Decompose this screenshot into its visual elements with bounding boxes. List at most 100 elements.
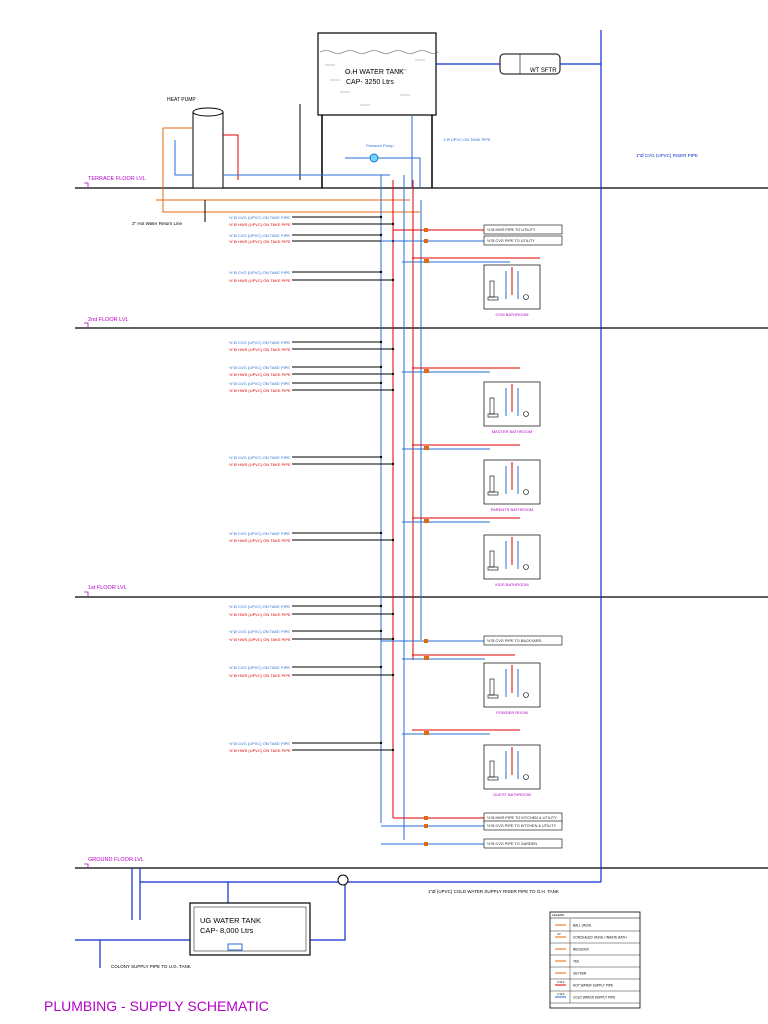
bathroom-fixtures: GYM BATHROOM MASTER BATHROOM PARENTS BATHR… (402, 257, 541, 797)
oh-pipe-label: 1"Ø UPVC ON TANK PIPE (443, 137, 491, 142)
valve-icon (424, 259, 429, 263)
wt-softener-label: WT SFTR (530, 68, 557, 74)
pressure-pump-icon (369, 153, 379, 163)
tee-icon (379, 741, 383, 745)
wc-icon (523, 774, 529, 780)
tee-icon (379, 215, 383, 219)
basin-icon (487, 776, 499, 781)
ground-piping (75, 868, 346, 968)
page-title: PLUMBING - SUPPLY SCHEMATIC (44, 998, 269, 1014)
tee-icon (391, 462, 395, 466)
floor-label-ground: GROUND FLOOR LVL (88, 857, 144, 863)
pipe-label: ½"Ø HWS (UPVC) ON TAKE PIPE (229, 239, 291, 244)
tee-icon (391, 372, 395, 376)
tee-icon (391, 538, 395, 542)
heat-pump-label: HEAT PUMP (167, 97, 196, 103)
tee-icon (379, 233, 383, 237)
colony-supply-label: COLONY SUPPLY PIPE TO U.G. TANK (111, 964, 191, 969)
legend-prefix: CV (557, 932, 561, 936)
vertical-risers (380, 175, 422, 840)
tee-icon (391, 748, 395, 752)
valve-icon (424, 639, 428, 643)
valve-icon (424, 824, 428, 828)
legend-item: GEYSER (573, 972, 587, 976)
tee-icon (379, 365, 383, 369)
pipe-label: ½"Ø HWS (UPVC) ON TAKE PIPE (229, 637, 291, 642)
floor-label-2nd: 2nd FLOOR LVL (88, 317, 129, 323)
valve-icon (424, 816, 428, 820)
floor-labels: TERRACE FLOOR LVL 2nd FLOOR LVL 1st FLOO… (88, 176, 146, 863)
main-riser (345, 30, 602, 883)
water-softener: WT SFTR (499, 53, 561, 75)
utility-label: ½"Ø HWS PIPE TO KITCHEN & UTILITY (487, 816, 557, 820)
legend-item: BALL VALVE (573, 924, 591, 928)
tee-icon (379, 604, 383, 608)
tee-icon (391, 222, 395, 226)
valve-icon (424, 519, 429, 523)
valve-icon (424, 656, 429, 660)
legend-item: HOT WATER SUPPLY PIPE (573, 984, 613, 988)
wc-icon (523, 692, 529, 698)
utility-label: ½"Ø CVG PIPE TO UTILITY (487, 239, 535, 243)
hot-return-label: 2" Hot Water Return Line (132, 221, 182, 226)
tee-icon (391, 347, 395, 351)
pipe-label: ½"Ø HWS (UPVC) ON TAKE PIPE (229, 462, 291, 467)
utility-box (483, 235, 563, 246)
utility-box (483, 838, 563, 849)
terrace-piping (156, 104, 421, 222)
pipe-label: ½"Ø HWS (UPVC) ON TAKE PIPE (229, 612, 291, 617)
pipe-label: ½"Ø CVG (UPVC) ON TAKE PIPE (229, 365, 290, 370)
valve-icon (424, 842, 428, 846)
basin-icon (487, 566, 499, 571)
room-label: PARENTS BATHROOM (491, 507, 534, 512)
pipe-label: ½"Ø HWS (UPVC) ON TAKE PIPE (229, 372, 291, 377)
oh-tank-line2: CAP- 3250 Ltrs (346, 79, 394, 86)
pipe-label: ½"Ø CVG (UPVC) ON TAKE PIPE (229, 604, 290, 609)
valve-icon (424, 228, 428, 232)
pipe-label: ½"Ø HWS (UPVC) ON TAKE PIPE (229, 538, 291, 543)
pipe-label: ½"Ø CVG (UPVC) ON TAKE PIPE (229, 233, 290, 238)
pipe-label: ½"Ø CVG (UPVC) ON TAKE PIPE (229, 215, 290, 220)
tee-icon (391, 673, 395, 677)
legend-item: TEE (573, 960, 579, 964)
ug-water-tank: UG WATER TANK CAP- 8,000 Ltrs (189, 902, 311, 956)
legend-item: COLD WATER SUPPLY PIPE (573, 996, 615, 1000)
ug-tank-line2: CAP- 8,000 Ltrs (200, 926, 254, 935)
pipe-label: ½"Ø HWS (UPVC) ON TAKE PIPE (229, 673, 291, 678)
tee-icon (379, 270, 383, 274)
heat-pump: HEAT PUMP (167, 97, 224, 189)
basin-icon (487, 491, 499, 496)
legend-item: REDUCER (573, 948, 589, 952)
pipe-label: ½"Ø CVG (UPVC) ON TAKE PIPE (229, 665, 290, 670)
oh-water-tank: O.H WATER TANK CAP- 3250 Ltrs (317, 32, 439, 188)
valve-icon (424, 731, 429, 735)
legend-prefix: C.W.S (557, 992, 565, 996)
pipe-label: ½"Ø CVG (UPVC) ON TAKE PIPE (229, 340, 290, 345)
tee-icon (379, 665, 383, 669)
tee-icon (391, 637, 395, 641)
room-label: GYM BATHROOM (495, 312, 528, 317)
pipe-label: ½"Ø CVG (UPVC) ON TAKE PIPE (229, 270, 290, 275)
room-label: MASTER BATHROOM (492, 429, 533, 434)
utility-label: ½"Ø HWS PIPE TO UTILITY (487, 228, 536, 232)
pipe-label: ½"Ø HWS (UPVC) ON TAKE PIPE (229, 347, 291, 352)
oh-tank-line1: O.H WATER TANK (345, 69, 404, 76)
floor-label-terrace: TERRACE FLOOR LVL (88, 176, 146, 182)
pipe-label: ½"Ø HWS (UPVC) ON TAKE PIPE (229, 222, 291, 227)
valve-icon (424, 369, 429, 373)
utility-box (483, 820, 563, 831)
wc-icon (523, 294, 529, 300)
riser-label: 1"Ø CVG (UPVC) RISER PIPE (636, 153, 698, 158)
valve-icon (424, 239, 428, 243)
pipe-label: ½"Ø CVG (UPVC) ON TAKE PIPE (229, 455, 290, 460)
utility-label: ½"Ø CVG PIPE TO GARDEN (487, 842, 537, 846)
pipe-label: ½"Ø CVG (UPVC) ON TAKE PIPE (229, 531, 290, 536)
floor-markers (84, 182, 89, 868)
wc-icon (523, 411, 529, 417)
tee-icon (391, 278, 395, 282)
floor-label-1st: 1st FLOOR LVL (88, 585, 127, 591)
valve-icon (424, 446, 429, 450)
pressure-pump-label: Pressure Pump (366, 143, 394, 148)
